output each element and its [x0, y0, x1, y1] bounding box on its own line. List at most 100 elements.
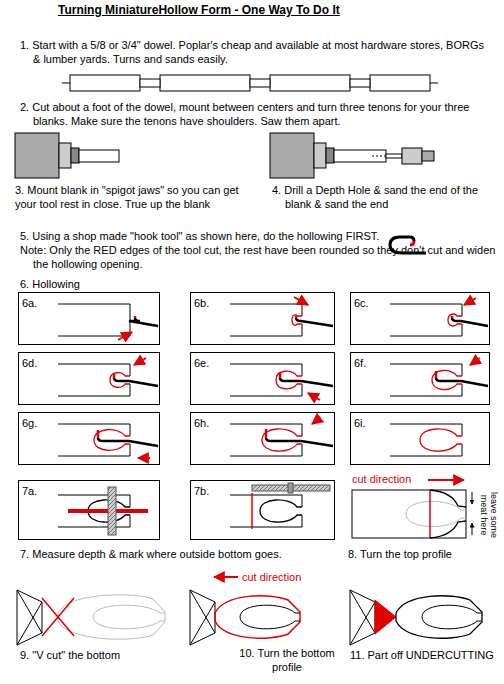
hook-tool-edge — [113, 374, 116, 378]
drill-arbor — [422, 151, 434, 161]
hollowing-sketch — [390, 298, 488, 336]
step-text: 3. Mount blank in "spigot jaws" so you c… — [15, 183, 260, 211]
hook-tool — [114, 378, 158, 386]
marking-ruler — [108, 487, 116, 535]
hook-tool — [296, 318, 333, 326]
spigot-jaws — [326, 148, 334, 163]
direction-label: cut direction — [242, 570, 322, 584]
headstock — [15, 133, 59, 178]
depth-hole — [372, 156, 386, 157]
direction-label: cut direction — [352, 472, 427, 486]
chuck-lines — [350, 590, 375, 645]
step-text: 1. Start with a 5/8 or 3/4" dowel. Popla… — [20, 38, 488, 66]
hollowing-sketch — [230, 297, 333, 336]
step-text: 2. Cut about a foot of the dowel, mount … — [20, 100, 495, 128]
step-text: 6. Hollowing — [20, 277, 170, 291]
step-number: 7a. — [22, 485, 37, 498]
step-text: leave some meat here — [479, 485, 499, 545]
step-panel: 6d. — [18, 352, 160, 405]
tenon — [350, 79, 370, 87]
blank-outline — [58, 304, 130, 336]
blank-outline — [230, 495, 302, 527]
step-text: 10. Turn the bottom profile — [232, 646, 342, 674]
chuck-lines — [17, 590, 42, 645]
bottom-profile — [215, 596, 300, 638]
step-panel: 7a. — [18, 480, 160, 540]
step-text: Note: Only the RED edges of the tool cut… — [20, 243, 503, 271]
chuck-outline — [350, 590, 375, 645]
blank-outline — [390, 304, 462, 336]
cut-line — [429, 490, 431, 538]
blank — [352, 490, 466, 538]
step-panel: 7b. — [190, 480, 335, 540]
meat-arrow — [472, 492, 473, 504]
step-number: 6c. — [354, 297, 369, 310]
step-number: 6e. — [194, 357, 209, 370]
blank — [79, 150, 119, 162]
hook-tool — [280, 378, 333, 386]
step-panel: 6b. — [190, 292, 335, 345]
meat-arrow — [472, 523, 473, 535]
motion-arrow — [294, 297, 308, 305]
chuck-outline — [190, 590, 215, 645]
drill-chuck — [402, 148, 422, 164]
drill — [372, 148, 434, 164]
bottom-mark — [251, 493, 253, 529]
motion-arrow — [308, 393, 320, 400]
hook-tool — [98, 438, 158, 446]
hook-tool — [452, 318, 488, 326]
chuck-lines — [190, 590, 215, 645]
hollowing-sketch — [230, 483, 330, 529]
title: Turning MiniatureHollow Form - One Way T… — [58, 3, 340, 17]
step-text: 11. Part off UNDERCUTTING — [350, 648, 500, 662]
hollow-profile — [420, 429, 462, 451]
dowel-segment — [70, 75, 140, 91]
dowel-blanks — [62, 75, 438, 91]
step-number: 6f. — [354, 357, 366, 370]
v-cut — [42, 598, 74, 636]
step-number: 6b. — [194, 297, 209, 310]
tenon — [140, 79, 160, 87]
step-text: 5. Using a shop made "hook tool" as show… — [20, 229, 395, 243]
hollowing-sketch — [230, 364, 333, 400]
top-profile — [430, 490, 466, 538]
step-panel: 6f. — [350, 352, 490, 405]
chuck-body — [59, 143, 71, 168]
motion-arrow — [118, 332, 132, 340]
hook-tool — [436, 378, 488, 386]
tenon — [250, 79, 270, 87]
hollowing-sketch — [390, 358, 488, 396]
chuck-jaws — [190, 590, 215, 645]
hook-tool-edge — [97, 430, 100, 438]
cut-direction-arrow — [214, 576, 238, 578]
step-text: 7. Measure depth & mark where outside bo… — [20, 547, 340, 561]
step-number: 6a. — [22, 297, 37, 310]
step-number: 6d. — [22, 357, 37, 370]
blank — [334, 150, 386, 162]
step-text: 8. Turn the top profile — [348, 547, 498, 561]
blank-outline — [390, 424, 462, 456]
hollow-profile — [240, 605, 300, 629]
dowel-segment — [370, 75, 430, 91]
motion-arrow — [464, 298, 476, 305]
chuck-body — [314, 143, 326, 168]
chuck-jaws — [350, 590, 375, 645]
lathe-headstock — [270, 133, 386, 178]
step-panel: 6a. — [18, 292, 160, 345]
motion-arrow — [138, 457, 150, 459]
headstock — [270, 133, 314, 178]
hollow-profile — [422, 605, 482, 629]
drill-bit — [386, 154, 402, 158]
step-number: 6i. — [354, 417, 366, 430]
cut-direction-arrow — [428, 479, 464, 481]
dowel-segment — [270, 75, 350, 91]
hollowing-sketch — [58, 304, 158, 340]
hook-tool-edge — [134, 316, 137, 318]
hollowing-sketch — [58, 358, 158, 396]
lathe-headstock — [15, 133, 119, 178]
hook-tool — [266, 438, 333, 446]
hook-tool-edge — [295, 316, 298, 318]
blank-outline — [230, 304, 302, 336]
finished-vessel — [396, 596, 482, 638]
